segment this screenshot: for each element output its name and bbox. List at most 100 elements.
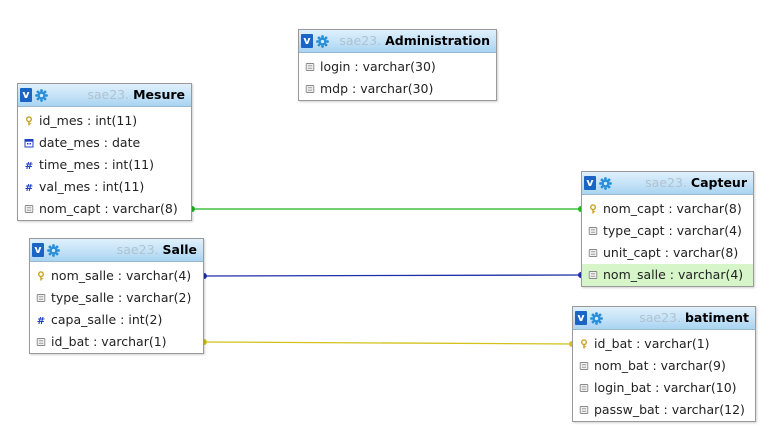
- column-row[interactable]: id_mes : int(11): [18, 110, 191, 132]
- primary-key-icon: [26, 116, 32, 126]
- column-row[interactable]: nom_capt : varchar(8): [582, 198, 753, 220]
- toggle-icon[interactable]: v: [20, 88, 32, 102]
- column-label: unit_capt : varchar(8): [603, 245, 739, 260]
- gear-icon[interactable]: [316, 35, 329, 48]
- database-name: sae23.: [639, 310, 681, 325]
- toggle-icon[interactable]: v: [301, 34, 313, 48]
- column-label: val_mes : int(11): [39, 179, 145, 194]
- table-salle[interactable]: v sae23.Salle nom_salle : varchar(4) type_s…: [29, 238, 204, 354]
- varchar-icon: [305, 85, 315, 93]
- column-row[interactable]: nom_salle : varchar(4): [30, 265, 203, 287]
- relation-line[interactable]: [201, 272, 584, 279]
- column-row[interactable]: nom_bat : varchar(9): [573, 355, 755, 377]
- column-row[interactable]: # val_mes : int(11): [18, 176, 191, 198]
- varchar-icon: [579, 406, 589, 414]
- varchar-icon: [588, 227, 598, 235]
- table-header[interactable]: v sae23.Administration: [299, 30, 496, 53]
- varchar-icon: [579, 362, 589, 370]
- column-label: type_capt : varchar(4): [603, 223, 742, 238]
- table-header[interactable]: v sae23.Mesure: [18, 84, 191, 107]
- column-row[interactable]: type_capt : varchar(4): [582, 220, 753, 242]
- table-header[interactable]: v sae23.batiment: [573, 307, 755, 330]
- column-label: nom_capt : varchar(8): [39, 201, 178, 216]
- column-row[interactable]: nom_capt : varchar(8): [18, 198, 191, 220]
- table-title: sae23.Capteur: [645, 175, 747, 191]
- table-title: sae23.Administration: [339, 33, 490, 49]
- gear-icon[interactable]: [47, 244, 60, 257]
- table-batiment[interactable]: v sae23.batiment id_bat : varchar(1) nom_ba…: [572, 306, 756, 422]
- table-name: Mesure: [133, 87, 185, 102]
- table-title: sae23.batiment: [639, 310, 749, 326]
- column-row[interactable]: date_mes : date: [18, 132, 191, 154]
- primary-key-icon: [581, 339, 587, 349]
- table-name: batiment: [684, 310, 749, 325]
- toggle-icon[interactable]: v: [584, 176, 596, 190]
- column-label: id_mes : int(11): [39, 113, 138, 128]
- column-list: id_bat : varchar(1) nom_bat : varchar(9) l…: [573, 330, 755, 421]
- toggle-icon[interactable]: v: [575, 311, 587, 325]
- database-name: sae23.: [645, 175, 687, 190]
- varchar-icon: [588, 271, 598, 279]
- svg-text:#: #: [25, 183, 33, 192]
- table-name: Capteur: [690, 175, 747, 190]
- column-row[interactable]: passw_bat : varchar(12): [573, 399, 755, 421]
- primary-key-icon: [590, 204, 596, 214]
- database-name: sae23.: [87, 87, 130, 102]
- column-row[interactable]: id_bat : varchar(1): [30, 331, 203, 353]
- column-label: login_bat : varchar(10): [594, 380, 737, 395]
- toggle-icon[interactable]: v: [32, 243, 44, 257]
- column-list: nom_salle : varchar(4) type_salle : varch…: [30, 262, 203, 353]
- column-label: capa_salle : int(2): [51, 312, 163, 327]
- column-label: mdp : varchar(30): [320, 81, 434, 96]
- column-label: id_bat : varchar(1): [594, 336, 710, 351]
- numeric-icon: #: [25, 161, 33, 170]
- column-label: time_mes : int(11): [39, 157, 154, 172]
- svg-text:#: #: [25, 161, 33, 170]
- varchar-icon: [24, 205, 34, 213]
- date-icon: [24, 139, 34, 148]
- gear-icon[interactable]: [35, 89, 48, 102]
- column-label: nom_salle : varchar(4): [603, 267, 744, 282]
- table-mesure[interactable]: v sae23.Mesure id_mes : int(11) date_mes : …: [17, 83, 192, 221]
- column-row[interactable]: unit_capt : varchar(8): [582, 242, 753, 264]
- database-name: sae23.: [339, 33, 382, 48]
- numeric-icon: #: [25, 183, 33, 192]
- gear-icon[interactable]: [599, 177, 612, 190]
- table-header[interactable]: v sae23.Capteur: [582, 172, 753, 195]
- svg-text:#: #: [37, 316, 45, 325]
- column-list: login : varchar(30) mdp : varchar(30): [299, 53, 496, 100]
- varchar-icon: [36, 294, 46, 302]
- column-label: login : varchar(30): [320, 59, 436, 74]
- table-administration[interactable]: v sae23.Administration login : varchar(30)…: [298, 29, 497, 101]
- table-name: Administration: [385, 33, 490, 48]
- column-row[interactable]: # capa_salle : int(2): [30, 309, 203, 331]
- table-capteur[interactable]: v sae23.Capteur nom_capt : varchar(8) type_…: [581, 171, 754, 287]
- varchar-icon: [305, 63, 315, 71]
- table-name: Salle: [162, 242, 198, 257]
- varchar-icon: [588, 249, 598, 257]
- column-row[interactable]: # time_mes : int(11): [18, 154, 191, 176]
- column-label: nom_bat : varchar(9): [594, 358, 726, 373]
- column-label: type_salle : varchar(2): [51, 290, 192, 305]
- database-name: sae23.: [116, 242, 159, 257]
- relation-line[interactable]: [201, 339, 575, 347]
- column-row[interactable]: id_bat : varchar(1): [573, 333, 755, 355]
- relation-line[interactable]: [189, 206, 584, 212]
- column-row[interactable]: nom_salle : varchar(4): [582, 264, 753, 286]
- column-row[interactable]: login_bat : varchar(10): [573, 377, 755, 399]
- table-title: sae23.Mesure: [87, 87, 185, 103]
- primary-key-icon: [38, 271, 44, 281]
- column-label: nom_salle : varchar(4): [51, 268, 192, 283]
- varchar-icon: [36, 338, 46, 346]
- column-row[interactable]: type_salle : varchar(2): [30, 287, 203, 309]
- gear-icon[interactable]: [590, 312, 603, 325]
- varchar-icon: [579, 384, 589, 392]
- column-row[interactable]: mdp : varchar(30): [299, 78, 496, 100]
- column-label: date_mes : date: [39, 135, 141, 150]
- numeric-icon: #: [37, 316, 45, 325]
- column-row[interactable]: login : varchar(30): [299, 56, 496, 78]
- table-title: sae23.Salle: [117, 242, 197, 258]
- table-header[interactable]: v sae23.Salle: [30, 239, 203, 262]
- column-label: passw_bat : varchar(12): [594, 402, 745, 417]
